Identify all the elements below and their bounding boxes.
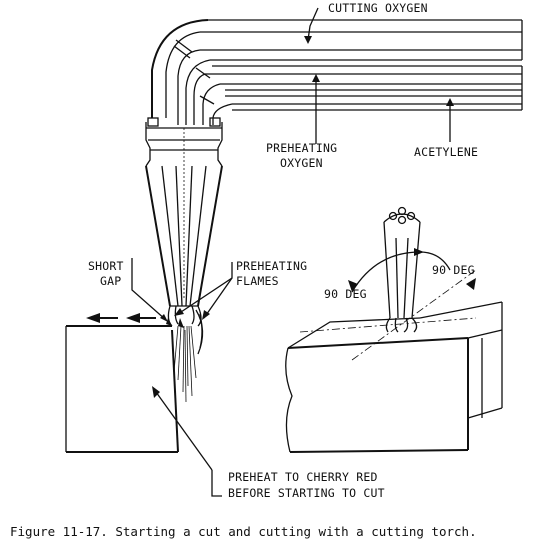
left-workpiece [65, 325, 179, 453]
label-preheat-line1: PREHEAT TO CHERRY RED [228, 470, 378, 484]
label-preheating-oxygen-line2: OXYGEN [280, 156, 323, 170]
right-workpiece [285, 301, 503, 453]
label-90-deg-left: 90 DEG [324, 287, 367, 301]
travel-direction-arrows [86, 313, 156, 323]
label-90-deg-right: 90 DEG [432, 263, 475, 277]
label-preheating-oxygen-line1: PREHEATING [266, 141, 337, 155]
label-short-gap-line2: GAP [100, 274, 121, 288]
label-short-gap-line1: SHORT [88, 259, 124, 273]
leader-lines [131, 7, 454, 497]
label-preheating-flames-line2: FLAMES [236, 274, 279, 288]
label-acetylene: ACETYLENE [414, 145, 478, 159]
angle-indicators [299, 248, 477, 361]
torch-head [145, 117, 223, 307]
label-cutting-oxygen: CUTTING OXYGEN [328, 1, 428, 15]
label-preheating-flames-line1: PREHEATING [236, 259, 307, 273]
torch-tubes [151, 19, 523, 125]
preheating-flames [166, 305, 204, 355]
figure-caption: Figure 11-17. Starting a cut and cutting… [10, 524, 477, 539]
cut-sparks [173, 325, 197, 403]
inset-torch [383, 206, 421, 333]
label-preheat-line2: BEFORE STARTING TO CUT [228, 486, 385, 500]
